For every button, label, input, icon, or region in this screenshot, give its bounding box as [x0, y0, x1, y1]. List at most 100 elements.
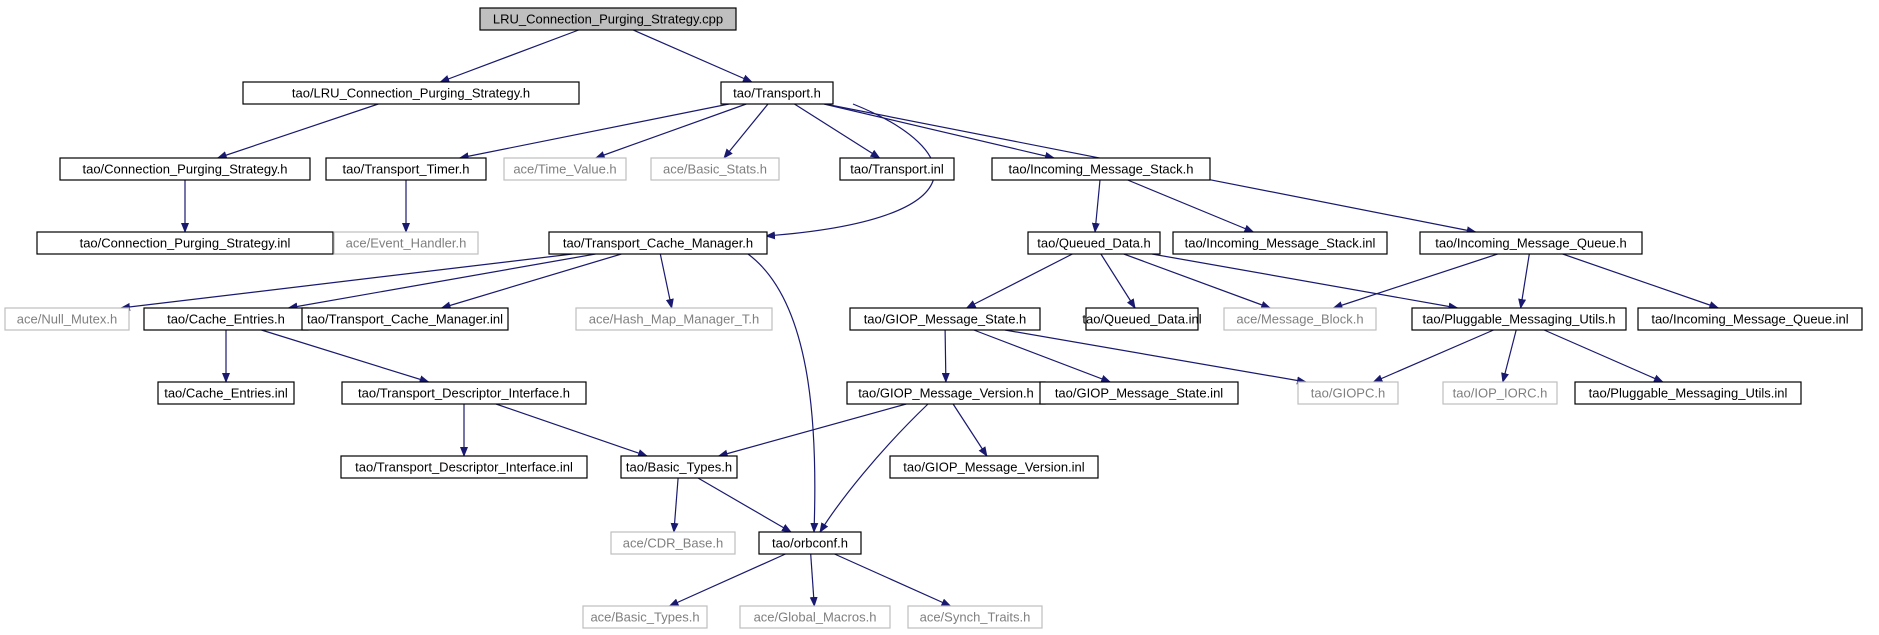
node-box-transport-inl: [839, 157, 955, 181]
node-box-ims-inl: [1172, 231, 1388, 255]
edge-transport-h-to-tcm-h: [765, 103, 936, 240]
node-transport-inl[interactable]: tao/Transport.inl: [839, 157, 955, 181]
node-tdi-inl[interactable]: tao/Transport_Descriptor_Interface.inl: [340, 455, 588, 479]
node-box-evh-h: [333, 231, 479, 255]
node-label-cdr-h: ace/CDR_Base.h: [623, 536, 723, 551]
edge-tcm-h-to-tcm-inl: [440, 253, 622, 310]
edge-bt-h-to-orbconf-h: [697, 477, 792, 533]
edge-orbconf-h-to-gm-h: [809, 553, 818, 607]
node-gmv-inl[interactable]: tao/GIOP_Message_Version.inl: [889, 455, 1099, 479]
node-basicstats-h: ace/Basic_Stats.h: [650, 157, 780, 181]
node-cps-inl[interactable]: tao/Connection_Purging_Strategy.inl: [36, 231, 334, 255]
node-box-cps-inl: [36, 231, 334, 255]
node-box-cps-h: [59, 157, 311, 181]
node-label-gmv-inl: tao/GIOP_Message_Version.inl: [903, 460, 1084, 475]
edge-ims-h-to-ims-inl: [1127, 179, 1255, 233]
edge-transport-h-to-basicstats-h: [723, 103, 769, 159]
node-tcm-inl[interactable]: tao/Transport_Cache_Manager.inl: [301, 307, 509, 331]
node-label-qd-inl: tao/Queued_Data.inl: [1082, 312, 1201, 327]
node-box-qd-inl: [1085, 307, 1199, 331]
node-giopc-h: tao/GIOPC.h: [1297, 381, 1399, 405]
node-ttimer-h[interactable]: tao/Transport_Timer.h: [325, 157, 487, 181]
node-label-tcm-inl: tao/Transport_Cache_Manager.inl: [307, 312, 503, 327]
node-label-ce-h: tao/Cache_Entries.h: [167, 312, 285, 327]
edge-qd-h-to-gms-h: [965, 253, 1073, 309]
node-gm-h: ace/Global_Macros.h: [739, 605, 891, 629]
node-box-imq-inl: [1637, 307, 1863, 331]
node-box-timeval-h: [503, 157, 627, 181]
node-qd-inl[interactable]: tao/Queued_Data.inl: [1082, 307, 1202, 331]
node-box-bt-h: [620, 455, 738, 479]
node-label-ims-inl: tao/Incoming_Message_Stack.inl: [1185, 236, 1376, 251]
node-box-orbconf-h: [758, 531, 862, 555]
edge-pmu-h-to-pmu-inl: [1543, 329, 1664, 383]
node-label-iop-h: tao/IOP_IORC.h: [1453, 386, 1548, 401]
node-label-gms-inl: tao/GIOP_Message_State.inl: [1055, 386, 1223, 401]
edge-qd-h-to-qd-inl: [1100, 253, 1136, 309]
edge-imq-h-to-pmu-h: [1518, 253, 1530, 309]
node-acebt-h: ace/Basic_Types.h: [582, 605, 708, 629]
node-label-evh-h: ace/Event_Handler.h: [346, 236, 467, 251]
edge-root-to-transport-h: [632, 29, 753, 83]
node-label-tcm-h: tao/Transport_Cache_Manager.h: [563, 236, 753, 251]
edge-transport-h-to-ttimer-h: [458, 103, 730, 161]
node-cps-h[interactable]: tao/Connection_Purging_Strategy.h: [59, 157, 311, 181]
node-gms-h[interactable]: tao/GIOP_Message_State.h: [849, 307, 1041, 331]
node-box-qd-h: [1027, 231, 1161, 255]
edge-imq-h-to-imq-inl: [1562, 253, 1720, 309]
node-box-root: [479, 7, 737, 31]
node-mb-h: ace/Message_Block.h: [1223, 307, 1377, 331]
node-box-pmu-inl: [1574, 381, 1802, 405]
node-root[interactable]: LRU_Connection_Purging_Strategy.cpp: [479, 7, 737, 31]
edges-layer: [120, 29, 1720, 607]
node-ce-h[interactable]: tao/Cache_Entries.h: [143, 307, 309, 331]
node-label-gmv-h: tao/GIOP_Message_Version.h: [858, 386, 1034, 401]
node-label-transport-h: tao/Transport.h: [733, 86, 821, 101]
edge-qd-h-to-mb-h: [1123, 253, 1272, 309]
node-label-imq-h: tao/Incoming_Message_Queue.h: [1435, 236, 1627, 251]
node-imq-inl[interactable]: tao/Incoming_Message_Queue.inl: [1637, 307, 1863, 331]
node-box-ce-inl: [157, 381, 295, 405]
node-qd-h[interactable]: tao/Queued_Data.h: [1027, 231, 1161, 255]
edge-gms-h-to-gms-inl: [973, 329, 1112, 383]
node-label-timeval-h: ace/Time_Value.h: [513, 162, 616, 177]
edge-ims-h-to-qd-h: [1091, 179, 1101, 233]
node-bt-h[interactable]: tao/Basic_Types.h: [620, 455, 738, 479]
node-label-pmu-inl: tao/Pluggable_Messaging_Utils.inl: [1589, 386, 1788, 401]
node-label-ims-h: tao/Incoming_Message_Stack.h: [1009, 162, 1194, 177]
node-pmu-inl[interactable]: tao/Pluggable_Messaging_Utils.inl: [1574, 381, 1802, 405]
node-label-pmu-h: tao/Pluggable_Messaging_Utils.h: [1423, 312, 1616, 327]
node-box-tcm-inl: [301, 307, 509, 331]
node-label-nullmutex-h: ace/Null_Mutex.h: [17, 312, 117, 327]
node-imq-h[interactable]: tao/Incoming_Message_Queue.h: [1419, 231, 1643, 255]
node-label-transport-inl: tao/Transport.inl: [850, 162, 944, 177]
node-gmv-h[interactable]: tao/GIOP_Message_Version.h: [846, 381, 1046, 405]
node-tcm-h[interactable]: tao/Transport_Cache_Manager.h: [548, 231, 768, 255]
node-lru-h[interactable]: tao/LRU_Connection_Purging_Strategy.h: [242, 81, 580, 105]
node-label-cps-inl: tao/Connection_Purging_Strategy.inl: [80, 236, 291, 251]
edge-tcm-h-to-hmm-h: [659, 253, 674, 309]
node-box-cdr-h: [610, 531, 736, 555]
edge-bt-h-to-cdr-h: [670, 477, 679, 533]
node-tdi-h[interactable]: tao/Transport_Descriptor_Interface.h: [341, 381, 587, 405]
node-ims-h[interactable]: tao/Incoming_Message_Stack.h: [991, 157, 1211, 181]
edge-ce-h-to-tdi-h: [261, 329, 430, 384]
node-label-ttimer-h: tao/Transport_Timer.h: [343, 162, 470, 177]
node-label-cps-h: tao/Connection_Purging_Strategy.h: [82, 162, 287, 177]
node-ims-inl[interactable]: tao/Incoming_Message_Stack.inl: [1172, 231, 1388, 255]
node-transport-h[interactable]: tao/Transport.h: [720, 81, 834, 105]
node-gms-inl[interactable]: tao/GIOP_Message_State.inl: [1039, 381, 1239, 405]
node-ce-inl[interactable]: tao/Cache_Entries.inl: [157, 381, 295, 405]
node-orbconf-h[interactable]: tao/orbconf.h: [758, 531, 862, 555]
node-box-acebt-h: [582, 605, 708, 629]
node-st-h: ace/Synch_Traits.h: [907, 605, 1043, 629]
node-label-qd-h: tao/Queued_Data.h: [1037, 236, 1150, 251]
node-label-tdi-inl: tao/Transport_Descriptor_Interface.inl: [355, 460, 573, 475]
node-cdr-h: ace/CDR_Base.h: [610, 531, 736, 555]
node-box-pmu-h: [1411, 307, 1627, 331]
node-box-basicstats-h: [650, 157, 780, 181]
node-pmu-h[interactable]: tao/Pluggable_Messaging_Utils.h: [1411, 307, 1627, 331]
node-label-basicstats-h: ace/Basic_Stats.h: [663, 162, 767, 177]
node-box-gms-h: [849, 307, 1041, 331]
